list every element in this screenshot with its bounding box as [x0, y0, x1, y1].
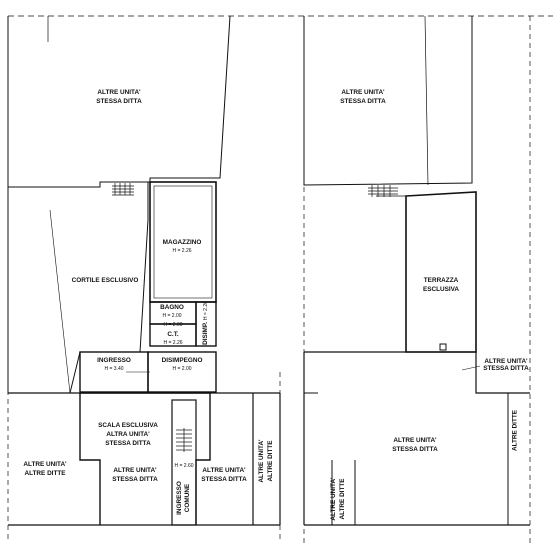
staircase-label: SCALA ESCLUSIVA ALTRA UNITA' STESSA DITT…: [98, 422, 158, 447]
staircase-steps: [176, 428, 192, 452]
bottom-mid-label: ALTRE UNITA' STESSA DITTA: [112, 467, 158, 483]
left-top-block-label: ALTRE UNITA' STESSA DITTA: [96, 89, 142, 105]
bottom-right-label: ALTRE UNITA' STESSA DITTA: [201, 467, 247, 483]
side-note-label: ALTRE UNITA' STESSA DITTA: [483, 358, 529, 372]
bottom-left-label: ALTRE UNITA' ALTRE DITTE: [23, 461, 67, 477]
right-vertical-left-label: ALTRE UNITA' ALTRE DITTE: [330, 477, 346, 521]
right-top-block-label: ALTRE UNITA' STESSA DITTA: [340, 89, 386, 105]
bathroom-label: BAGNO H = 2.00: [160, 304, 184, 319]
entrance-label: INGRESSO H = 3.40: [97, 357, 131, 372]
courtyard-stairs: [112, 183, 134, 196]
terrace-label: TERRAZZA ESCLUSIVA: [422, 277, 460, 293]
boiler-label: H = 2.00 C.T. H = 2.26: [163, 322, 183, 346]
right-top-divider: [424, 15, 429, 186]
storage-inner: [153, 185, 213, 299]
shared-entrance-label: INGRESSO COMUNE: [176, 481, 191, 515]
storage-label: MAGAZZINO H = 2.26: [162, 239, 202, 254]
right-vertical-right-label: ALTRE DITTE: [511, 409, 519, 452]
shared-height-label: H = 2.60: [174, 463, 194, 469]
courtyard-label: CORTILE ESCLUSIVO: [71, 277, 139, 284]
terrace-post: [439, 343, 447, 351]
hall-label: DISIMPEGNO H = 2.00: [161, 357, 203, 372]
side-note-pointer: [461, 365, 481, 371]
terrace-outline: [405, 191, 477, 353]
vertical-right-label: ALTRE UNITA' ALTRE DITTE: [258, 439, 274, 483]
left-top-block-outline: [7, 15, 231, 188]
small-hall-room: [195, 301, 217, 347]
terrace-left-wall: [376, 195, 407, 352]
small-hall-label: DISIMP. H = 2.26: [202, 301, 209, 345]
courtyard-inner-slant: [49, 209, 71, 394]
right-bottom-block-label: ALTRE UNITA' STESSA DITTA: [392, 437, 438, 453]
terrace-stairs: [368, 185, 398, 197]
